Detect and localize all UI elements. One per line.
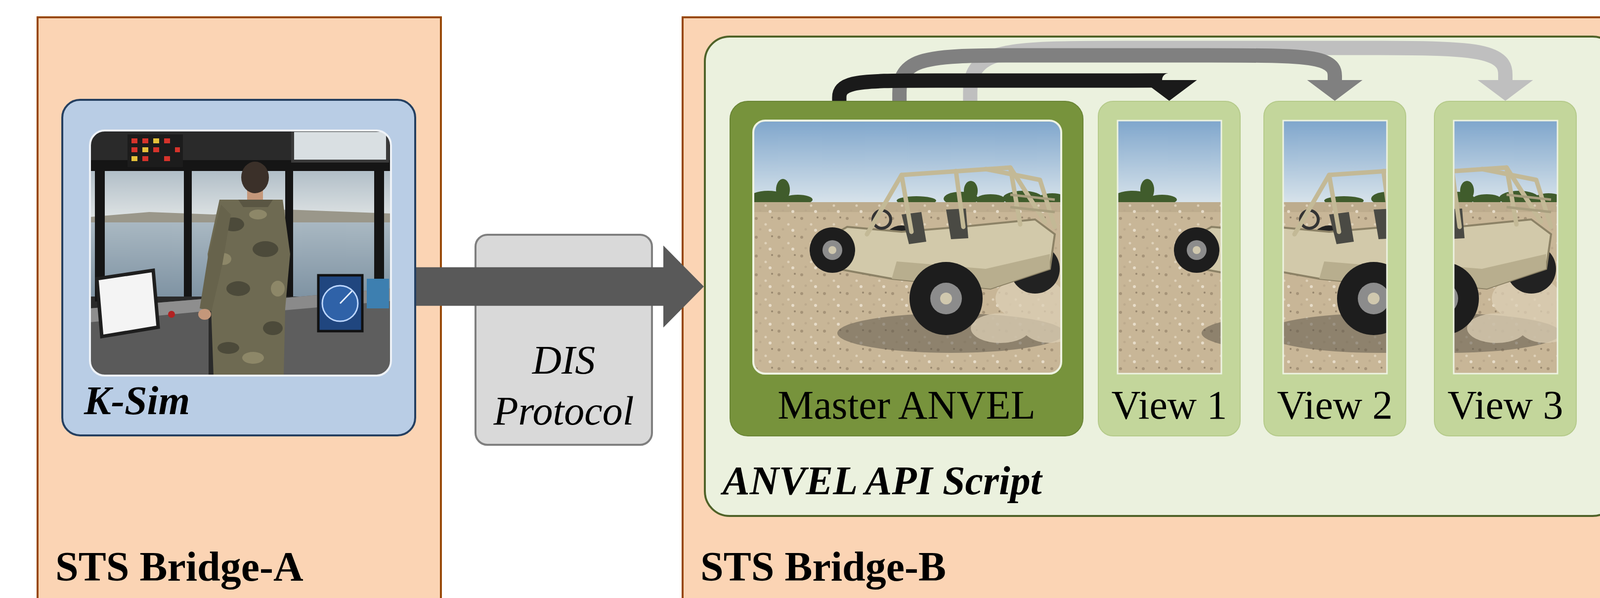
bridge-photo xyxy=(318,275,363,332)
arrow-body xyxy=(416,245,704,328)
simulator-box: K-Sim xyxy=(61,98,417,437)
view-render xyxy=(1244,120,1576,374)
bridge-photo xyxy=(241,161,269,194)
view-box: View 3 xyxy=(1433,100,1577,437)
master-view-box-outline xyxy=(730,101,1083,436)
bridge-photo xyxy=(183,168,192,297)
bridge-photo xyxy=(322,285,358,322)
label-slot: ANVEL API Script xyxy=(722,458,1042,504)
node-label: Master ANVEL xyxy=(737,383,1076,428)
label-slot: STS Bridge-B xyxy=(700,544,947,590)
bridge-photo xyxy=(164,156,171,162)
script-panel: Master ANVEL View 1 View 2 View 3 ANVEL API … xyxy=(703,35,1600,518)
bridge-photo xyxy=(89,130,391,376)
sync-arrow xyxy=(839,80,1198,101)
bridge-photo xyxy=(164,138,171,144)
master-view-box: Master ANVEL xyxy=(729,100,1084,437)
script-panel-outline xyxy=(704,36,1600,517)
bridge-photo xyxy=(153,138,160,144)
protocol-box: DIS Protocol xyxy=(474,233,653,446)
bridge-photo xyxy=(174,147,180,153)
bridge-photo xyxy=(238,199,273,208)
bridge-photo xyxy=(217,342,240,354)
bridge-photo xyxy=(131,156,138,162)
node-label: STS Bridge-A xyxy=(55,544,304,590)
simulator-box-outline xyxy=(62,99,416,436)
bridge-photo xyxy=(131,138,138,144)
view-box: View 2 xyxy=(1263,100,1407,437)
label-slot: DIS Protocol xyxy=(474,335,653,437)
node-label: View 3 xyxy=(1439,383,1571,428)
data-flow-arrow xyxy=(416,245,704,328)
bridge-photo xyxy=(142,147,149,153)
protocol-box-outline xyxy=(475,234,652,445)
bridge-photo xyxy=(127,134,183,168)
bridge-photo xyxy=(262,321,283,336)
view-render xyxy=(1112,120,1444,374)
node-label: View 2 xyxy=(1269,383,1401,428)
label-slot: STS Bridge-A xyxy=(55,544,304,590)
bridge-photo xyxy=(131,138,160,162)
bridge-photo xyxy=(226,281,251,297)
view-render xyxy=(1112,120,1444,374)
label-slot: View 3 xyxy=(1433,383,1577,428)
bridge-photo xyxy=(198,308,212,320)
bridge-photo xyxy=(252,241,279,258)
label-slot: Master ANVEL xyxy=(729,383,1084,428)
arrow-head xyxy=(1307,80,1363,101)
bridge-photo xyxy=(199,204,231,312)
node-label: DIS Protocol xyxy=(484,335,644,437)
bridge-photo xyxy=(168,310,175,318)
node-label: K-Sim xyxy=(84,378,190,424)
bridge-photo xyxy=(96,270,159,337)
view-box: View 1 xyxy=(1097,100,1241,437)
bridge-photo xyxy=(89,130,391,376)
label-slot: View 2 xyxy=(1263,383,1407,428)
bridge-photo xyxy=(366,278,390,309)
master-render xyxy=(753,120,1062,374)
node-label: View 1 xyxy=(1103,383,1235,428)
bridge-photo xyxy=(292,130,388,162)
view-render xyxy=(1283,120,1387,374)
node-label: STS Bridge-B xyxy=(700,544,947,590)
arrow-head xyxy=(1141,80,1198,101)
view-render xyxy=(1117,120,1222,374)
label-slot: View 1 xyxy=(1097,383,1241,428)
view-render xyxy=(1244,120,1576,374)
arrow-shaft xyxy=(839,80,1170,101)
master-render xyxy=(753,120,1062,374)
master-render xyxy=(753,120,1062,374)
bridge-photo xyxy=(142,156,149,162)
label-slot: K-Sim xyxy=(84,378,190,424)
arrow-head xyxy=(1477,80,1534,101)
bridge-photo xyxy=(153,147,160,153)
master-render xyxy=(748,120,1080,374)
site-panel-outline xyxy=(682,17,1600,598)
site-panel: K-SimSTS Bridge-A xyxy=(36,16,442,598)
bridge-photo xyxy=(249,209,267,220)
bridge-photo xyxy=(270,280,285,297)
bridge-photo xyxy=(340,291,352,304)
bridge-photo xyxy=(142,138,149,144)
bridge-photo xyxy=(242,351,264,364)
view-render xyxy=(1453,120,1558,374)
bridge-photo xyxy=(89,130,391,376)
bridge-photo xyxy=(131,138,180,162)
node-label: ANVEL API Script xyxy=(722,458,1042,504)
bridge-photo xyxy=(131,147,138,153)
view-render xyxy=(1244,120,1576,374)
bridge-photo xyxy=(89,130,391,376)
site-panel: Master ANVEL View 1 View 2 View 3 ANVEL API … xyxy=(681,16,1600,598)
view-render xyxy=(1112,120,1444,374)
site-panel-outline xyxy=(37,17,441,598)
